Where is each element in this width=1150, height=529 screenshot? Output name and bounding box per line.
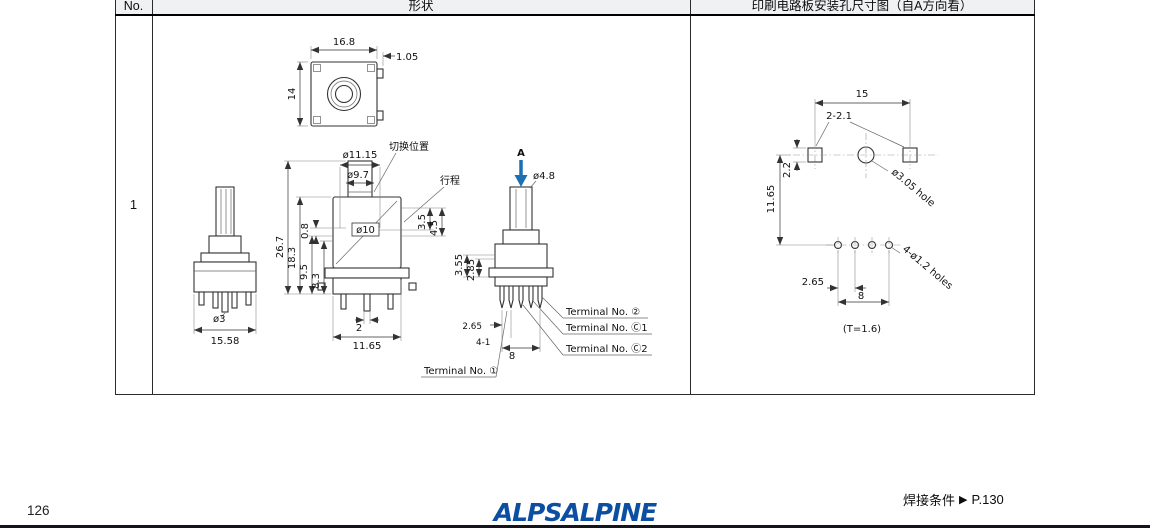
dim-shaft-diameter: ø9.7 bbox=[347, 170, 369, 181]
note-board-thickness: (T=1.6) bbox=[843, 324, 881, 335]
dim-hole-span: 15 bbox=[856, 89, 869, 100]
logo-text: ALPSALPINE bbox=[492, 499, 657, 527]
terminal-label-2: Terminal No. ② bbox=[565, 307, 640, 318]
dim-top-width: 16.8 bbox=[333, 37, 355, 48]
table-border-bottom bbox=[115, 394, 1035, 395]
dim-left-1: 3.55 bbox=[454, 254, 465, 276]
header-col-no: No. bbox=[123, 0, 144, 13]
terminal-label-1: Terminal No. ① bbox=[423, 366, 498, 377]
dim-pin-width: 2 bbox=[356, 323, 362, 334]
label-switch-position: 切换位置 bbox=[389, 140, 429, 153]
dim-left-2: 2.85 bbox=[466, 259, 477, 281]
footer-rule bbox=[0, 525, 1150, 528]
dim-tab: 1.05 bbox=[396, 52, 418, 63]
arrow-right-icon: ▶ bbox=[959, 494, 968, 506]
dim-total-height: 26.7 bbox=[275, 236, 286, 258]
page-number: 126 bbox=[27, 503, 50, 518]
dim-base-height: 8.3 bbox=[311, 273, 322, 289]
dim-bottom-3: 8 bbox=[509, 351, 515, 362]
arrow-down-head-icon bbox=[514, 175, 528, 187]
solder-page-ref[interactable]: P.130 bbox=[971, 492, 1004, 507]
label-travel: 行程 bbox=[440, 174, 460, 187]
table-border-right bbox=[1034, 0, 1035, 395]
table-border-left bbox=[115, 0, 116, 395]
dim-body-height: 18.3 bbox=[287, 247, 298, 269]
dim-front-width: 15.58 bbox=[211, 336, 240, 347]
shape-side-view: ø10 ø11.15 ø9.7 切换位置 行程 26.7 bbox=[275, 140, 460, 352]
dim-boss-diameter: ø3 bbox=[213, 314, 225, 325]
shape-top-view: 16.8 1.05 14 bbox=[287, 37, 418, 127]
dim-travel-2: 4.5 bbox=[429, 220, 440, 236]
label-small-holes: 4-ø1.2 holes bbox=[900, 244, 954, 292]
dim-vertical-pitch: 11.65 bbox=[766, 185, 777, 214]
dim-side-width: 11.65 bbox=[353, 341, 382, 352]
dim-bottom-2: 4-1 bbox=[476, 338, 490, 348]
header-col-pcb: 印刷电路板安装孔尺寸图（自A方向看） bbox=[751, 0, 973, 13]
shape-terminal-view: A ø4.8 3.55 2.85 bbox=[421, 148, 652, 378]
table-divider-shape-pcb bbox=[690, 0, 691, 395]
shape-pcb-mounting-view: 15 2-2.1 ø3.05 hole 2.2 11.65 4-ø1.2 hol… bbox=[766, 89, 954, 335]
view-direction-label: A bbox=[517, 148, 525, 159]
solder-condition-reference[interactable]: 焊接条件 ▶ P.130 bbox=[903, 490, 1004, 509]
dim-travel-1: 3.5 bbox=[417, 214, 428, 230]
dim-lower-height: 9.5 bbox=[299, 264, 310, 280]
header-col-shape: 形状 bbox=[408, 0, 434, 13]
direction-a-indicator: A bbox=[514, 148, 528, 187]
solder-label: 焊接条件 bbox=[903, 493, 956, 508]
dim-inner-diameter: ø10 bbox=[356, 225, 375, 236]
dim-square-holes: 2-2.1 bbox=[826, 111, 852, 122]
dim-bushing-diameter: ø11.15 bbox=[343, 150, 378, 161]
table-divider-no-shape bbox=[152, 0, 153, 395]
alps-alpine-logo: ALPSALPINE bbox=[492, 499, 658, 527]
dim-hole-row-span: 8 bbox=[858, 291, 864, 302]
table-header-rule bbox=[115, 14, 1035, 16]
dim-hole-pitch: 2.65 bbox=[802, 277, 824, 288]
terminal-label-c1: Terminal No. Ⓒ1 bbox=[565, 322, 648, 334]
dim-bottom-1: 2.65 bbox=[462, 322, 482, 332]
shape-front-view: ø3 15.58 bbox=[193, 186, 257, 347]
dim-shaft-diameter: ø4.8 bbox=[533, 171, 555, 182]
dim-step: 0.8 bbox=[300, 223, 311, 239]
row-number: 1 bbox=[129, 197, 138, 212]
terminal-label-c2: Terminal No. Ⓒ2 bbox=[565, 343, 648, 355]
table-header-background bbox=[115, 0, 1035, 14]
label-center-hole: ø3.05 hole bbox=[889, 167, 937, 209]
dim-vertical-offset: 2.2 bbox=[782, 162, 793, 178]
dim-top-height: 14 bbox=[287, 88, 298, 101]
